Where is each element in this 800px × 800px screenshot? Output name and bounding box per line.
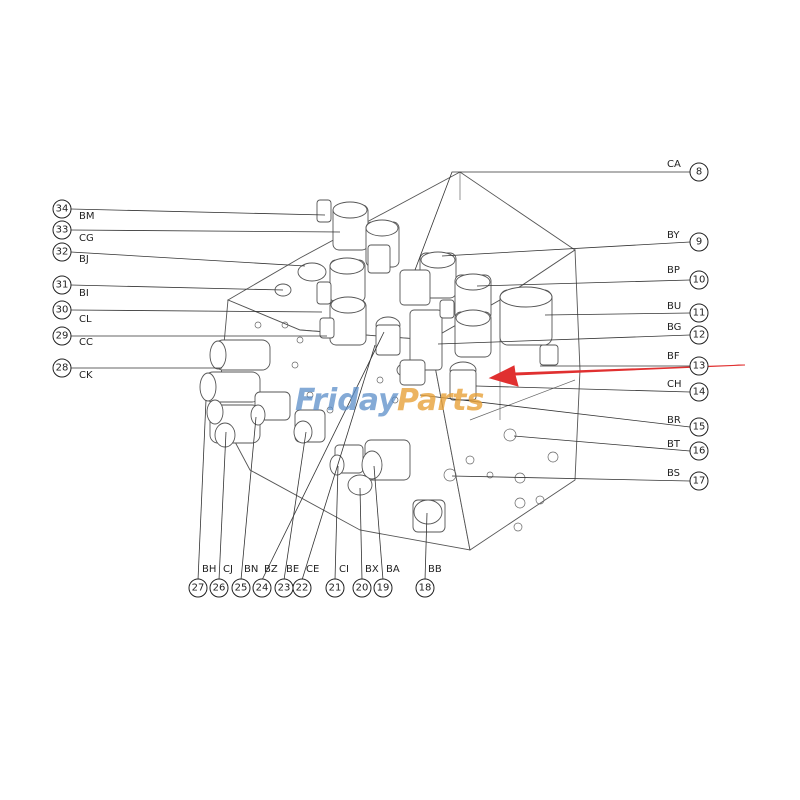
- callout-number: 27: [192, 583, 205, 594]
- callout-code: BX: [365, 564, 379, 575]
- callout-code: BR: [667, 415, 681, 426]
- callout-number: 11: [693, 308, 706, 319]
- callouts-left: 34 BM 33 CG 32 BJ 31 BI 30 CL 29 CC: [52, 199, 95, 381]
- callout-code: CC: [79, 337, 93, 348]
- callout-number: 26: [213, 583, 226, 594]
- callout-24: 24 BZ: [252, 564, 278, 598]
- callout-code: BT: [667, 439, 681, 450]
- callout-code: BE: [286, 564, 299, 575]
- callout-20: 20 BX: [352, 564, 379, 598]
- callout-27: 27 BH: [188, 564, 216, 598]
- callout-number: 14: [693, 387, 706, 398]
- callout-21: 21 CI: [325, 564, 349, 598]
- callout-29: 29 CC: [52, 326, 93, 348]
- callout-13: 13 BF: [667, 351, 709, 376]
- callout-code: BN: [244, 564, 258, 575]
- callout-33: 33 CG: [52, 220, 94, 244]
- callout-number: 17: [693, 476, 706, 487]
- callout-number: 15: [693, 422, 706, 433]
- callout-17: 17 BS: [667, 468, 709, 491]
- callout-code: CE: [306, 564, 319, 575]
- callout-code: BH: [202, 564, 216, 575]
- callout-code: CG: [79, 233, 94, 244]
- callout-number: 18: [419, 583, 432, 594]
- callout-code: CJ: [223, 564, 233, 575]
- callout-code: CI: [339, 564, 349, 575]
- callout-number: 20: [356, 583, 369, 594]
- callout-14: 14 CH: [667, 379, 709, 402]
- callout-10: 10 BP: [667, 265, 709, 290]
- callout-18: 18 BB: [415, 564, 442, 598]
- callout-16: 16 BT: [667, 439, 709, 461]
- callout-28: 28 CK: [52, 358, 93, 381]
- callout-number: 8: [696, 167, 702, 178]
- callout-number: 12: [693, 330, 706, 341]
- callout-code: BU: [667, 301, 681, 312]
- callout-number: 28: [56, 363, 69, 374]
- callout-code: BY: [667, 230, 680, 241]
- callout-code: BG: [667, 322, 681, 333]
- callout-number: 10: [693, 275, 706, 286]
- callout-code: BA: [386, 564, 400, 575]
- callout-number: 32: [56, 247, 69, 258]
- callouts-right: 8 CA 9 BY 10 BP 11 BU 12 BG 13 BF: [667, 159, 709, 491]
- callout-number: 25: [235, 583, 248, 594]
- callout-number: 9: [696, 237, 702, 248]
- callout-code: CL: [79, 314, 92, 325]
- cartridge-valves: [199, 339, 446, 533]
- callout-code: BP: [667, 265, 680, 276]
- callout-25: 25 BN: [231, 564, 258, 598]
- callout-code: BI: [79, 288, 89, 299]
- callout-22: 22 CE: [292, 564, 319, 598]
- callout-number: 33: [56, 225, 69, 236]
- callout-code: CA: [667, 159, 681, 170]
- callout-number: 19: [377, 583, 390, 594]
- callout-11: 11 BU: [667, 301, 709, 323]
- callout-19: 19 BA: [373, 564, 400, 598]
- callout-30: 30 CL: [52, 300, 92, 325]
- watermark: Friday Parts: [295, 383, 484, 418]
- solenoid-coils: [274, 199, 559, 401]
- callout-9: 9 BY: [667, 230, 709, 252]
- callout-number: 29: [56, 331, 69, 342]
- callout-15: 15 BR: [667, 415, 709, 437]
- callout-code: BF: [667, 351, 680, 362]
- callout-number: 16: [693, 446, 706, 457]
- callout-code: CH: [667, 379, 682, 390]
- callout-code: BZ: [264, 564, 278, 575]
- watermark-text-2: Parts: [397, 383, 484, 418]
- callout-32: 32 BJ: [52, 242, 89, 265]
- callout-number: 22: [296, 583, 309, 594]
- callout-number: 21: [329, 583, 342, 594]
- callout-number: 30: [56, 305, 69, 316]
- callout-number: 31: [56, 280, 69, 291]
- callout-31: 31 BI: [52, 275, 89, 299]
- callout-26: 26 CJ: [209, 564, 233, 598]
- callout-code: BM: [79, 211, 95, 222]
- callout-number: 13: [693, 361, 706, 372]
- watermark-text-1: Friday: [295, 383, 399, 418]
- callout-code: BB: [428, 564, 442, 575]
- callout-number: 23: [278, 583, 291, 594]
- leader-lines: [70, 171, 691, 581]
- callout-code: CK: [79, 370, 93, 381]
- callout-34: 34 BM: [52, 199, 95, 222]
- callout-number: 24: [256, 583, 269, 594]
- callout-8: 8 CA: [667, 159, 709, 182]
- callout-code: BJ: [79, 254, 89, 265]
- callout-12: 12 BG: [667, 322, 709, 345]
- callout-number: 34: [56, 204, 69, 215]
- red-arrow: [488, 364, 746, 387]
- callouts-bottom: 27 BH 26 CJ 25 BN 24 BZ 23 BE 22 CE: [188, 564, 442, 598]
- callout-code: BS: [667, 468, 680, 479]
